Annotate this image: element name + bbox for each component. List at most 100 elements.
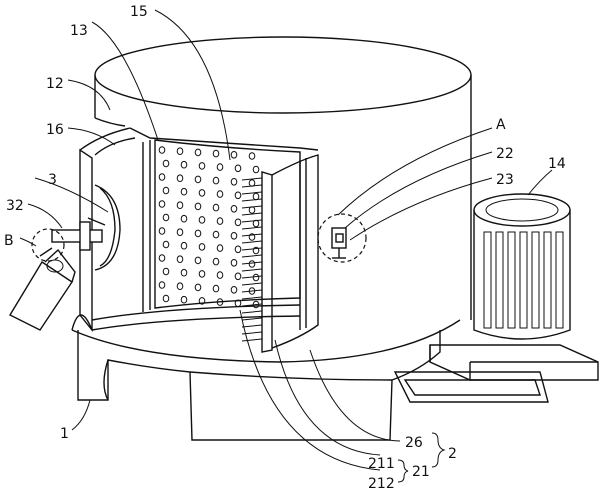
label-13: 13 bbox=[70, 23, 88, 39]
motor bbox=[393, 193, 599, 403]
screen-hole bbox=[194, 175, 202, 184]
screen-hole bbox=[194, 202, 202, 211]
motor-fin bbox=[531, 231, 540, 329]
screen-hole bbox=[158, 254, 166, 262]
handle-clamp bbox=[79, 221, 91, 251]
label-3: 3 bbox=[48, 172, 57, 188]
screen-hole bbox=[198, 162, 206, 170]
screen-hole bbox=[180, 295, 188, 304]
screen-hole bbox=[158, 173, 166, 181]
scraper-tooth bbox=[241, 282, 263, 286]
screen-hole bbox=[158, 227, 166, 235]
screen-hole bbox=[234, 272, 242, 281]
screen-hole bbox=[176, 147, 184, 155]
scraper-tooth bbox=[241, 212, 263, 216]
screen-hole bbox=[162, 186, 170, 195]
label-2: 2 bbox=[448, 446, 457, 462]
nozzle-pipe bbox=[9, 228, 76, 331]
label-23: 23 bbox=[496, 172, 514, 188]
screen-hole bbox=[248, 260, 256, 268]
scraper-tooth bbox=[241, 275, 263, 279]
scraper-tooth bbox=[241, 191, 263, 195]
screen-hole bbox=[234, 245, 242, 254]
label-15: 15 bbox=[130, 4, 148, 20]
scraper-tooth bbox=[241, 198, 263, 202]
perforated-screen bbox=[154, 139, 301, 309]
screen-hole bbox=[176, 228, 184, 236]
handle-bar bbox=[51, 229, 103, 243]
screen-hole bbox=[162, 240, 170, 249]
screen-hole bbox=[212, 149, 220, 158]
screen-hole bbox=[158, 281, 166, 289]
screen-hole bbox=[216, 217, 224, 225]
screen-hole bbox=[248, 152, 256, 160]
screen-hole bbox=[212, 230, 220, 239]
screen-hole bbox=[252, 246, 260, 255]
scraper-tooth bbox=[241, 184, 263, 188]
screen-hole bbox=[252, 165, 260, 174]
screen-hole bbox=[252, 273, 260, 282]
door-opening bbox=[79, 127, 319, 332]
bracket-21 bbox=[397, 459, 409, 483]
screen-hole bbox=[180, 241, 188, 250]
scraper-tooth bbox=[241, 205, 263, 209]
scraper-tooth bbox=[241, 261, 263, 265]
screen-hole bbox=[194, 283, 202, 292]
leader-lines bbox=[19, 9, 553, 471]
scraper-tooth bbox=[241, 310, 263, 314]
screen-hole bbox=[230, 232, 238, 240]
label-32: 32 bbox=[6, 198, 24, 214]
motor-fin bbox=[495, 231, 504, 329]
screen-hole bbox=[216, 163, 224, 171]
screen-hole bbox=[176, 282, 184, 291]
scraper-frame bbox=[241, 154, 319, 353]
screen-hole bbox=[198, 270, 206, 278]
screen-hole bbox=[212, 176, 220, 185]
top-lid bbox=[94, 36, 472, 114]
scraper-tooth bbox=[241, 338, 263, 342]
screen-hole bbox=[212, 284, 220, 293]
screen-hole bbox=[230, 178, 238, 186]
scraper-tooth bbox=[241, 177, 263, 181]
scraper-tooth bbox=[241, 268, 263, 272]
screen-hole bbox=[180, 268, 188, 277]
screen-hole bbox=[180, 187, 188, 196]
screen-hole bbox=[230, 259, 238, 267]
screen-hole bbox=[198, 297, 206, 305]
label-22: 22 bbox=[496, 146, 514, 162]
screen-hole bbox=[252, 192, 260, 201]
screen-hole bbox=[176, 201, 184, 209]
screen-hole bbox=[198, 216, 206, 224]
label-12: 12 bbox=[46, 76, 64, 92]
label-212: 212 bbox=[368, 476, 395, 492]
scraper-tooth bbox=[241, 219, 263, 223]
label-26: 26 bbox=[405, 435, 423, 451]
label-1: 1 bbox=[60, 426, 69, 442]
scraper-tooth bbox=[241, 226, 263, 230]
scraper-tooth bbox=[241, 324, 263, 328]
label-211: 211 bbox=[368, 456, 395, 472]
screen-hole bbox=[194, 229, 202, 238]
screen-hole bbox=[158, 200, 166, 208]
motor-fin bbox=[555, 231, 564, 329]
screen-hole bbox=[180, 214, 188, 223]
scraper-tooth bbox=[241, 247, 263, 251]
screen-hole bbox=[176, 255, 184, 264]
screen-hole bbox=[212, 257, 220, 266]
screen-hole bbox=[216, 271, 224, 279]
scraper-tooth bbox=[241, 233, 263, 237]
motor-fins bbox=[483, 231, 564, 329]
scraper-tooth bbox=[241, 303, 263, 307]
screen-hole bbox=[198, 189, 206, 197]
sensor-detail bbox=[317, 213, 367, 263]
screen-hole bbox=[216, 190, 224, 198]
screen-hole bbox=[176, 174, 184, 182]
label-16: 16 bbox=[46, 122, 64, 138]
screen-hole bbox=[230, 286, 238, 294]
motor-fin bbox=[519, 231, 528, 329]
detail-circle-a bbox=[317, 213, 367, 263]
detail-circle-b bbox=[31, 228, 65, 262]
scraper-tooth bbox=[241, 289, 263, 293]
label-14: 14 bbox=[548, 156, 566, 172]
